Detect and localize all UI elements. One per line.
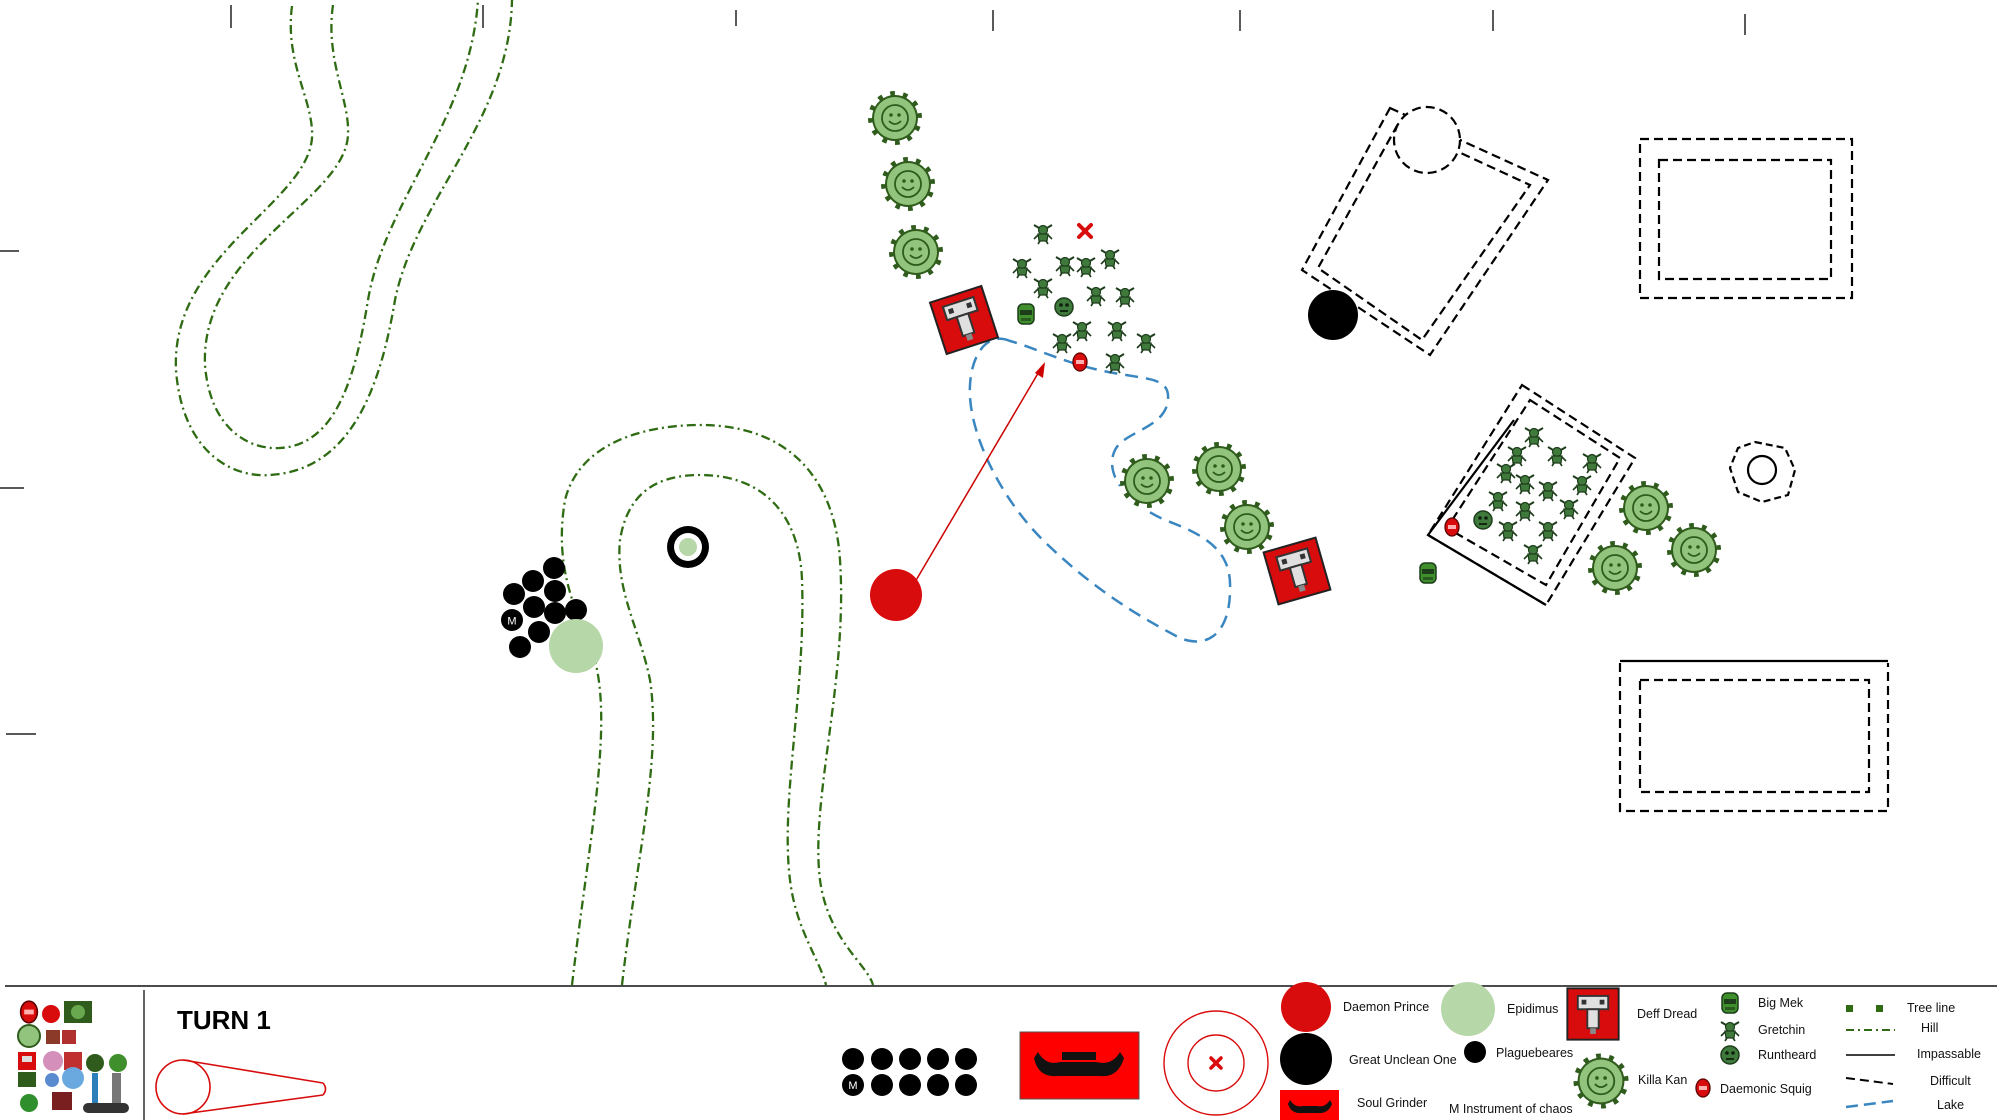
- hill-center: [560, 423, 875, 986]
- small-tower: [1728, 440, 1797, 504]
- casualty-marker-icon: [1077, 223, 1093, 239]
- ruined-building: [1300, 105, 1550, 357]
- legend-impassable: Impassable: [1917, 1047, 1981, 1061]
- legend-deff-dread: Deff Dread: [1637, 1007, 1697, 1021]
- legend-great-unclean-one: Great Unclean One: [1349, 1053, 1457, 1067]
- legend-plaguebearer-icon: [1464, 1041, 1486, 1063]
- gretchin-mob-right[interactable]: [1488, 427, 1602, 565]
- legend-lake-icon: [1845, 1099, 1894, 1109]
- soul-grinder-swatch: [1019, 1031, 1140, 1100]
- legend-runtheard-icon: [1720, 1045, 1740, 1065]
- legend-gretchin-icon: [1720, 1021, 1740, 1042]
- lake: [968, 337, 1232, 643]
- turn-label: TURN 1: [177, 1005, 271, 1035]
- legend-tree-line-icon: [1846, 1005, 1883, 1012]
- daemon-prince-move-arrow: [914, 362, 1045, 583]
- plaguebearer-unit[interactable]: [503, 557, 587, 658]
- legend-plaguebearers: Plaguebeares: [1496, 1046, 1573, 1060]
- legend-daemon-prince: Daemon Prince: [1343, 1000, 1429, 1014]
- legend-difficult: Difficult: [1930, 1074, 1971, 1088]
- great-unclean-one[interactable]: [1308, 290, 1358, 340]
- legend-difficult-icon: [1845, 1077, 1894, 1085]
- legend-epidimus: Epidimus: [1507, 1002, 1558, 1016]
- legend-squig-icon: [1695, 1078, 1711, 1098]
- legend-hill: Hill: [1921, 1021, 1938, 1035]
- epidimus-marker[interactable]: [667, 526, 709, 568]
- legend-deff-dread-icon: [1566, 987, 1620, 1041]
- board-edge-ticks: [0, 5, 1746, 735]
- legend-gretchin: Gretchin: [1758, 1023, 1805, 1037]
- instrument-marker-text: M: [507, 616, 516, 628]
- building-upper-right: [1638, 137, 1854, 300]
- legend-tree-line: Tree line: [1907, 1001, 1955, 1015]
- legend-great-unclean-one-icon: [1280, 1033, 1332, 1085]
- instrument-of-chaos-bearer[interactable]: M: [501, 609, 523, 631]
- runtheard-top[interactable]: [1054, 297, 1074, 317]
- legend-killa-kan-icon: [1573, 1053, 1628, 1108]
- legend-big-mek: Big Mek: [1758, 996, 1804, 1010]
- template-icon: [155, 1059, 327, 1115]
- daemon-prince[interactable]: [870, 569, 922, 621]
- swatch-instrument-marker: M: [848, 1080, 857, 1092]
- plaguebearer-swatch: [842, 1048, 977, 1096]
- legend-epidimus-icon: [1441, 982, 1495, 1036]
- big-mek-top[interactable]: [1017, 303, 1035, 325]
- rubble-area: [1426, 383, 1637, 607]
- legend-daemon-prince-icon: [1281, 982, 1331, 1032]
- blast-center-icon: [1209, 1056, 1223, 1070]
- unit-icon-grid: [17, 1000, 129, 1113]
- epidimus[interactable]: [549, 619, 603, 673]
- legend-runtheard: Runtheard: [1758, 1048, 1816, 1062]
- legend-instrument-of-chaos: M Instrument of chaos: [1449, 1102, 1573, 1116]
- hill-left: [174, 0, 514, 477]
- building-lower-right: [1618, 659, 1890, 813]
- daemonic-squig-right[interactable]: [1444, 517, 1460, 537]
- legend-killa-kan: Killa Kan: [1638, 1073, 1687, 1087]
- legend-soul-grinder-icon: [1280, 1090, 1339, 1120]
- legend-lake: Lake: [1937, 1098, 1964, 1112]
- killa-kan-units[interactable]: [868, 91, 1721, 595]
- daemonic-squig-top[interactable]: [1072, 352, 1088, 372]
- runtheard-right[interactable]: [1473, 510, 1493, 530]
- deff-dread-units[interactable]: [928, 284, 1332, 606]
- blast-template-icon: [1163, 1010, 1269, 1116]
- big-mek-right[interactable]: [1419, 562, 1437, 584]
- gretchin-mob[interactable]: [1012, 224, 1156, 374]
- legend-soul-grinder: Soul Grinder: [1357, 1096, 1427, 1110]
- legend-big-mek-icon: [1721, 992, 1739, 1014]
- legend-daemonic-squig: Daemonic Squig: [1720, 1082, 1812, 1096]
